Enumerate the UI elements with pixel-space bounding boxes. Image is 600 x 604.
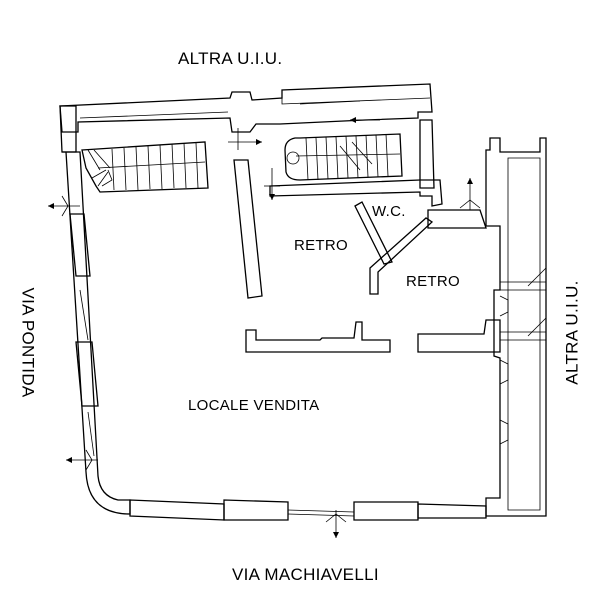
bottom-wall (129, 499, 487, 521)
middle-wall (245, 319, 501, 353)
stair-right (284, 133, 403, 181)
left-wall (59, 105, 131, 515)
top-wall (59, 83, 433, 133)
room-label-locale-vendita: LOCALE VENDITA (188, 397, 320, 414)
partition-walls (233, 119, 487, 299)
room-label-wc: W.C. (372, 203, 406, 220)
label-top-altra-uiu: ALTRA U.I.U. (178, 49, 283, 68)
room-label-retro-1: RETRO (294, 237, 348, 254)
label-via-pontida: VIA PONTIDA (18, 287, 38, 398)
door-arrows (48, 117, 481, 538)
room-label-retro-2: RETRO (406, 273, 460, 290)
right-wall (485, 137, 547, 517)
label-via-machiavelli: VIA MACHIAVELLI (232, 565, 379, 584)
stair-left (81, 141, 209, 193)
label-right-altra-uiu: ALTRA U.I.U. (562, 280, 582, 385)
